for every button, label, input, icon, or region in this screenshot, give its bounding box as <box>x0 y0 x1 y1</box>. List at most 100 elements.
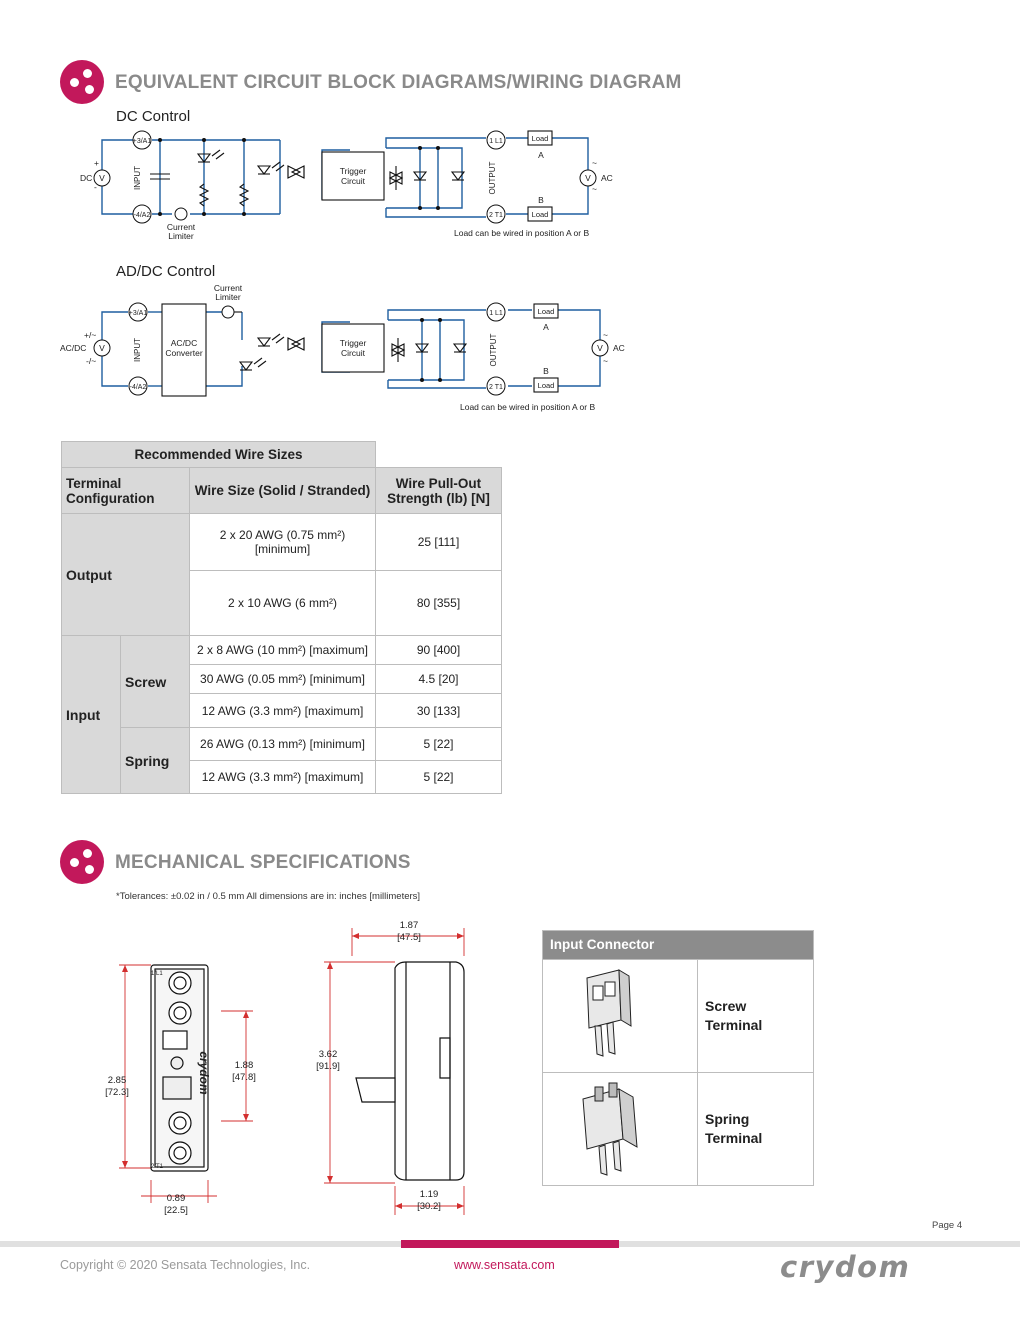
strength-cell: 30 [133] <box>375 693 502 728</box>
svg-text:2.85: 2.85 <box>108 1075 127 1086</box>
svg-text:Load: Load <box>532 134 549 143</box>
header-wire-size: Wire Size (Solid / Stranded) <box>189 467 376 514</box>
svg-text:AC: AC <box>613 343 625 353</box>
acdc-control-diagram: V AC/DC +/~ -/~ +3/A1 -4/A2 INPUT AC/DC … <box>60 283 625 412</box>
spring-terminal-label-2: Terminal <box>705 1130 763 1146</box>
svg-text:[47.5]: [47.5] <box>397 932 421 943</box>
svg-text:[22.5]: [22.5] <box>164 1205 188 1216</box>
svg-text:2 T1: 2 T1 <box>489 384 503 391</box>
strength-cell: 80 [355] <box>375 570 502 636</box>
svg-text:-4/A2: -4/A2 <box>130 384 147 391</box>
svg-text:[72.3]: [72.3] <box>105 1087 129 1098</box>
svg-text:-4/A2: -4/A2 <box>134 212 151 219</box>
svg-text:OUTPUT: OUTPUT <box>488 161 497 194</box>
svg-text:OUTPUT: OUTPUT <box>489 333 498 366</box>
svg-text:V: V <box>99 343 105 353</box>
strength-cell: 90 [400] <box>375 635 502 665</box>
svg-text:B: B <box>543 366 549 376</box>
svg-text:2/T1: 2/T1 <box>151 1164 164 1170</box>
svg-text:A: A <box>543 322 549 332</box>
svg-text:1 L1: 1 L1 <box>489 138 503 145</box>
dc-control-diagram: V DC + - +3/A1 -4/A2 INPUT Current Limit… <box>80 130 613 241</box>
strength-cell: 4.5 [20] <box>375 664 502 694</box>
wire-size-cell: 26 AWG (0.13 mm²) [minimum] <box>189 727 376 761</box>
output-label: Output <box>61 513 190 636</box>
svg-text:~: ~ <box>603 356 608 366</box>
svg-text:Current: Current <box>167 222 196 232</box>
svg-text:[47.8]: [47.8] <box>232 1072 256 1083</box>
svg-text:Load: Load <box>538 307 555 316</box>
svg-text:~: ~ <box>603 330 608 340</box>
footer-accent-bar <box>401 1240 619 1248</box>
section-bullet-icon <box>60 60 104 104</box>
svg-text:INPUT: INPUT <box>133 166 142 190</box>
svg-text:-/~: -/~ <box>86 356 96 366</box>
screw-terminal-label-2: Terminal <box>705 1017 763 1033</box>
screw-label: Screw <box>120 635 190 728</box>
svg-text:B: B <box>538 195 544 205</box>
input-connector-table: Input Connector Screw Terminal <box>542 930 814 1186</box>
svg-text:DC: DC <box>80 173 92 183</box>
svg-text:1 L1: 1 L1 <box>489 310 503 317</box>
svg-text:AC/DC: AC/DC <box>60 343 86 353</box>
input-connector-title: Input Connector <box>543 931 813 959</box>
spring-terminal-label: Spring <box>705 1111 750 1127</box>
svg-text:+/~: +/~ <box>84 330 96 340</box>
strength-cell: 5 [22] <box>375 760 502 794</box>
footer-copyright: Copyright © 2020 Sensata Technologies, I… <box>60 1258 311 1272</box>
svg-text:crydom: crydom <box>197 1051 211 1095</box>
svg-text:+3/A1: +3/A1 <box>129 310 148 317</box>
strength-cell: 5 [22] <box>375 727 502 761</box>
wire-size-cell: 12 AWG (3.3 mm²) [maximum] <box>189 760 376 794</box>
acdc-control-title: AD/DC Control <box>116 263 216 280</box>
svg-text:1/L1: 1/L1 <box>151 971 163 977</box>
svg-text:Circuit: Circuit <box>341 176 366 186</box>
svg-text:Circuit: Circuit <box>341 348 366 358</box>
svg-text:Trigger: Trigger <box>340 338 367 348</box>
crydom-logo: crydom <box>780 1250 911 1284</box>
wire-table-title: Recommended Wire Sizes <box>61 441 376 468</box>
tolerance-note: *Tolerances: ±0.02 in / 0.5 mm All dimen… <box>116 891 421 902</box>
svg-text:~: ~ <box>592 184 597 194</box>
section-title-circuit: EQUIVALENT CIRCUIT BLOCK DIAGRAMS/WIRING… <box>115 72 682 93</box>
wire-size-cell: 2 x 10 AWG (6 mm²) <box>189 570 376 636</box>
screw-terminal-label: Screw <box>705 998 747 1014</box>
svg-text:Load: Load <box>532 210 549 219</box>
svg-text:1.19: 1.19 <box>420 1189 439 1200</box>
wire-size-cell: 2 x 8 AWG (10 mm²) [maximum] <box>189 635 376 665</box>
svg-text:Trigger: Trigger <box>340 166 367 176</box>
strength-cell: 25 [111] <box>375 513 502 571</box>
svg-text:INPUT: INPUT <box>133 338 142 362</box>
svg-text:+: + <box>94 158 99 168</box>
svg-text:1.88: 1.88 <box>235 1060 254 1071</box>
section-bullet-icon <box>60 840 104 884</box>
svg-text:Load: Load <box>538 381 555 390</box>
spring-terminal-image <box>582 1082 638 1176</box>
screw-terminal-image <box>586 969 632 1057</box>
svg-text:V: V <box>597 343 603 353</box>
header-terminal: Terminal Configuration <box>61 467 190 514</box>
svg-text:[30.2]: [30.2] <box>417 1201 441 1212</box>
dc-control-title: DC Control <box>116 108 191 125</box>
svg-text:1.87: 1.87 <box>400 920 419 931</box>
spring-label: Spring <box>120 727 190 794</box>
svg-text:A: A <box>538 150 544 160</box>
svg-text:Current: Current <box>214 283 243 293</box>
svg-text:Converter: Converter <box>165 348 202 358</box>
header-pull-out: Wire Pull-Out Strength (lb) [N] <box>375 467 502 514</box>
svg-text:V: V <box>585 173 591 183</box>
page-number: Page 4 <box>932 1220 963 1231</box>
footer-url-link[interactable]: www.sensata.com <box>454 1258 555 1272</box>
side-view-drawing: 1.87 [47.5] 3.62 [91.9] 1.19 [30.2] <box>316 920 465 1215</box>
svg-text:Limiter: Limiter <box>215 292 241 302</box>
svg-text:2 T1: 2 T1 <box>489 212 503 219</box>
input-label: Input <box>61 635 121 794</box>
svg-text:-: - <box>94 182 97 192</box>
wire-size-table: Recommended Wire Sizes Terminal Configur… <box>61 441 502 794</box>
front-view-drawing: 2.85 [72.3] 1.88 [47.8] 0.89 [22.5] 1/L1… <box>105 964 256 1216</box>
svg-text:AC/DC: AC/DC <box>171 338 197 348</box>
wire-size-cell: 12 AWG (3.3 mm²) [maximum] <box>189 693 376 728</box>
svg-text:Load can be wired in position: Load can be wired in position A or B <box>460 402 595 412</box>
svg-text:~: ~ <box>592 158 597 168</box>
svg-text:AC: AC <box>601 173 613 183</box>
